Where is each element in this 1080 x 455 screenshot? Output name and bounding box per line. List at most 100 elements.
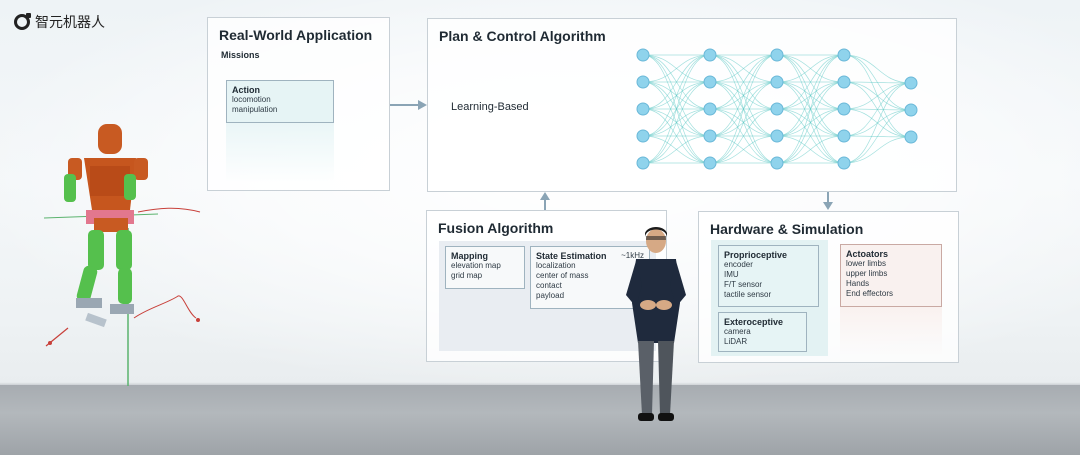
- exteroceptive-box: Exteroceptive camera LiDAR: [718, 312, 807, 352]
- actuators-item: lower limbs: [846, 259, 887, 268]
- mapping-item: elevation map: [451, 261, 501, 270]
- nn-node: [904, 103, 918, 117]
- arrow-right-icon: [390, 100, 427, 110]
- nn-edge: [642, 81, 711, 164]
- humanoid-robot-figure: [43, 124, 201, 386]
- actuators-box-fade: [840, 307, 942, 357]
- nn-node: [904, 130, 918, 144]
- stage-floor: [0, 385, 1080, 455]
- nn-node: [837, 75, 851, 89]
- nn-edge: [642, 54, 711, 137]
- state-estimation-item: contact: [536, 281, 562, 290]
- nn-node: [837, 129, 851, 143]
- plan-control-panel: Plan & Control Algorithm Learning-Based: [427, 18, 957, 192]
- nn-edge: [776, 54, 845, 137]
- nn-node: [636, 75, 650, 89]
- proprioceptive-box: Proprioceptive encoder IMU F/T sensor ta…: [718, 245, 819, 307]
- nn-edge: [776, 54, 845, 83]
- mapping-item: grid map: [451, 271, 483, 280]
- nn-edge: [776, 54, 845, 110]
- robot-logo-icon: [14, 13, 31, 30]
- hardware-simulation-panel: Hardware & Simulation Proprioceptive enc…: [698, 211, 959, 363]
- nn-edge: [843, 82, 912, 164]
- nn-edge: [776, 54, 845, 164]
- nn-node: [703, 129, 717, 143]
- nn-edge: [709, 54, 778, 137]
- proprioceptive-item: F/T sensor: [724, 280, 763, 289]
- panel-title: Plan & Control Algorithm: [439, 28, 606, 44]
- state-estimation-item: localization: [536, 261, 576, 270]
- state-estimation-header: State Estimation ~1kHz: [536, 251, 644, 261]
- nn-edge: [776, 81, 845, 164]
- nn-node: [904, 76, 918, 90]
- nn-node: [636, 156, 650, 170]
- nn-edge: [709, 81, 778, 164]
- action-box-fade: [226, 123, 334, 183]
- nn-edge: [709, 54, 778, 83]
- nn-node: [636, 48, 650, 62]
- proprioceptive-item: IMU: [724, 270, 739, 279]
- proprioceptive-item: tactile sensor: [724, 290, 772, 299]
- nn-edge: [642, 54, 711, 83]
- mapping-box: Mapping elevation map grid map: [445, 246, 525, 289]
- actuators-item: End effectors: [846, 289, 893, 298]
- proprioceptive-title: Proprioceptive: [724, 250, 788, 260]
- nn-edge: [843, 109, 912, 164]
- nn-node: [703, 48, 717, 62]
- actuators-item: Hands: [846, 279, 870, 288]
- action-title: Action: [232, 85, 260, 95]
- actuators-title: Actoators: [846, 249, 889, 259]
- proprioceptive-item: encoder: [724, 260, 753, 269]
- action-item: manipulation: [232, 105, 278, 114]
- nn-edge: [709, 135, 778, 164]
- real-world-application-panel: Real-World Application Missions Action l…: [207, 17, 390, 191]
- state-estimation-rate: ~1kHz: [621, 251, 644, 260]
- brand-name: 智元机器人: [35, 14, 105, 30]
- panel-title: Fusion Algorithm: [438, 220, 554, 236]
- nn-node: [703, 102, 717, 116]
- exteroceptive-item: camera: [724, 327, 751, 336]
- nn-node: [636, 129, 650, 143]
- action-item: locomotion: [232, 95, 271, 104]
- action-box: Action locomotion manipulation: [226, 80, 334, 123]
- arrow-up-icon: [540, 192, 550, 210]
- actuators-box: Actoators lower limbs upper limbs Hands …: [840, 244, 942, 307]
- nn-edge: [642, 54, 711, 164]
- nn-node: [770, 75, 784, 89]
- exteroceptive-item: LiDAR: [724, 337, 748, 346]
- nn-node: [837, 102, 851, 116]
- panel-title: Hardware & Simulation: [710, 221, 864, 237]
- nn-edge: [642, 108, 711, 164]
- nn-edge: [776, 108, 845, 164]
- nn-edge: [843, 136, 912, 164]
- nn-node: [770, 102, 784, 116]
- exteroceptive-title: Exteroceptive: [724, 317, 784, 327]
- nn-edge: [776, 135, 845, 164]
- nn-node: [770, 48, 784, 62]
- nn-node: [837, 156, 851, 170]
- mapping-title: Mapping: [451, 251, 488, 261]
- panel-title: Real-World Application: [219, 27, 373, 43]
- brand-logo: 智元机器人: [14, 12, 105, 32]
- nn-edge: [709, 108, 778, 164]
- nn-edge: [642, 135, 711, 164]
- missions-label: Missions: [221, 50, 260, 60]
- nn-node: [837, 48, 851, 62]
- nn-edge: [642, 54, 711, 110]
- state-estimation-title: State Estimation: [536, 251, 607, 261]
- state-estimation-item: payload: [536, 291, 565, 300]
- nn-edge: [843, 54, 912, 84]
- nn-edge: [843, 81, 912, 84]
- nn-node: [703, 156, 717, 170]
- nn-node: [636, 102, 650, 116]
- arrow-down-icon: [823, 192, 833, 210]
- actuators-item: upper limbs: [846, 269, 888, 278]
- state-estimation-item: center of mass: [536, 271, 589, 280]
- nn-node: [770, 129, 784, 143]
- nn-edge: [843, 82, 912, 110]
- nn-node: [703, 75, 717, 89]
- nn-edge: [709, 54, 778, 110]
- learning-based-label: Learning-Based: [451, 101, 529, 113]
- presenter-figure: [626, 227, 686, 421]
- nn-edge: [709, 54, 778, 164]
